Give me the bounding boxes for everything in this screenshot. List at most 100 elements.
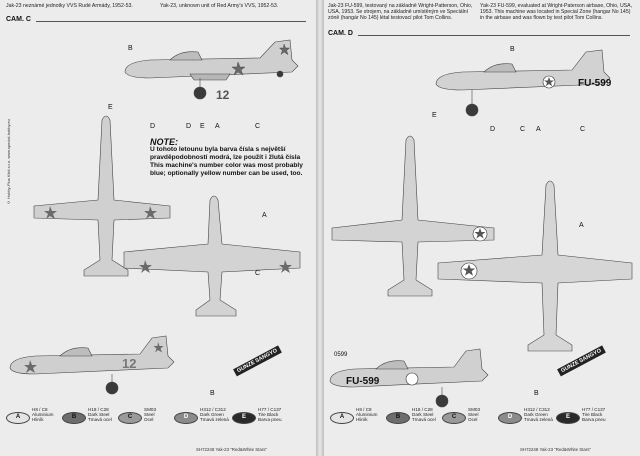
paint-letter: A xyxy=(15,414,21,420)
cam-divider xyxy=(36,21,306,22)
callout-d: D xyxy=(186,123,192,130)
paint-en: Dark Green xyxy=(524,412,548,417)
page-gutter xyxy=(316,0,324,456)
paint-cz: Tmavá zelená xyxy=(200,417,229,422)
note-line: U tohoto letounu byla barva čísla s nejv… xyxy=(150,146,286,153)
footer-code: SH72248 Yak-23 "Red&White Stars" xyxy=(520,447,592,452)
paint-cz: Tmavá ocel xyxy=(88,417,112,422)
callout-b: B xyxy=(128,45,133,52)
note-line: This machine's number color was most pro… xyxy=(150,162,303,169)
paint-cz: Hliník xyxy=(356,417,368,422)
side-profile-bottom xyxy=(9,335,175,395)
paint-letter: C xyxy=(127,414,133,420)
paint-letter: C xyxy=(451,414,457,420)
bottom-view xyxy=(437,180,633,352)
paint-en: Dark Steel xyxy=(88,412,110,417)
paint-swatch: E xyxy=(232,412,256,424)
paint-en: Steel xyxy=(144,412,155,417)
note-line: pravděpodobností modrá, lze použít i žlu… xyxy=(150,154,301,161)
paint-swatch: E xyxy=(556,412,580,424)
caption-en: Yak-23 FU-599, evaluated at Wright-Pater… xyxy=(480,3,633,21)
paint-cz: Tmavá zelená xyxy=(524,417,553,422)
top-view xyxy=(331,135,495,297)
side-profile-top xyxy=(435,49,611,117)
callout-b: B xyxy=(534,390,539,397)
paint-en: Aluminium xyxy=(32,412,54,417)
callout-a: A xyxy=(215,123,220,130)
callout-e: E xyxy=(432,112,437,119)
note-line: blue; optionally yellow number can be us… xyxy=(150,170,303,177)
top-view xyxy=(33,115,171,277)
paint-cz: Ocel xyxy=(144,417,154,422)
paint-letter: D xyxy=(183,414,189,420)
registration-side: FU-599 xyxy=(578,78,612,89)
paint-letter: D xyxy=(507,414,513,420)
callout-c: C xyxy=(520,126,526,133)
callout-d: D xyxy=(150,123,156,130)
paint-letter: A xyxy=(339,414,345,420)
paint-swatch: C xyxy=(118,412,142,424)
paint-en: Dark Steel xyxy=(412,412,434,417)
paint-en: Tire Black xyxy=(582,412,603,417)
callout-a: A xyxy=(262,212,267,219)
cam-divider xyxy=(358,35,630,36)
paint-code: H18 / C28 xyxy=(412,407,433,412)
side-number-bottom: 12 xyxy=(122,356,137,371)
paint-code: SM03 xyxy=(144,407,157,412)
paint-en: Dark Green xyxy=(200,412,224,417)
tail-number: 0599 xyxy=(334,352,348,358)
left-page: Jak-23 neznámé jednotky VVS Rudé Armády,… xyxy=(0,0,316,456)
registration-side-bottom: FU-599 xyxy=(346,376,380,387)
side-profile-top xyxy=(124,39,299,100)
paint-letter: B xyxy=(71,414,77,420)
paint-letter: E xyxy=(565,414,570,420)
note-title: NOTE: xyxy=(150,137,178,147)
paint-cz: Tmavá ocel xyxy=(412,417,436,422)
cam-label: CAM. C xyxy=(6,16,31,23)
caption-cz: Jak-23 FU-599, testovaný na základně Wri… xyxy=(328,3,473,21)
paint-swatch: A xyxy=(6,412,30,424)
paint-letter: E xyxy=(241,414,246,420)
side-profile-bottom xyxy=(329,348,489,408)
paint-swatch: D xyxy=(174,412,198,424)
paint-code: H77 / C137 xyxy=(582,407,606,412)
callout-d: D xyxy=(490,126,496,133)
paint-swatch: A xyxy=(330,412,354,424)
paint-code: H8 / C8 xyxy=(356,407,372,412)
callout-c: C xyxy=(255,270,261,277)
paint-en: Steel xyxy=(468,412,479,417)
callout-c: C xyxy=(580,126,586,133)
paint-swatch: B xyxy=(386,412,410,424)
paint-code: SM03 xyxy=(468,407,481,412)
right-page: Jak-23 FU-599, testovaný na základně Wri… xyxy=(324,0,640,456)
paint-cz: Barva pneu xyxy=(258,417,282,422)
paint-code: H312 / C312 xyxy=(200,407,226,412)
paint-letter: B xyxy=(395,414,401,420)
paint-en: Aluminium xyxy=(356,412,378,417)
paint-swatch: B xyxy=(62,412,86,424)
paint-swatch: D xyxy=(498,412,522,424)
paint-swatch: C xyxy=(442,412,466,424)
cam-label: CAM. D xyxy=(328,30,353,37)
callout-a: A xyxy=(579,222,584,229)
note-block: NOTE: U tohoto letounu byla barva čísla … xyxy=(150,138,310,178)
footer-code: SH72248 Yak-23 "Red&White Stars" xyxy=(196,447,268,452)
paint-code: H18 / C28 xyxy=(88,407,109,412)
paint-cz: Ocel xyxy=(468,417,478,422)
paint-code: H8 / C8 xyxy=(32,407,48,412)
callout-e: E xyxy=(108,104,113,111)
callout-e: E xyxy=(200,123,205,130)
callout-c: C xyxy=(255,123,261,130)
paint-cz: Barva pneu xyxy=(582,417,606,422)
paint-en: Tire Black xyxy=(258,412,279,417)
paint-cz: Hliník xyxy=(32,417,44,422)
callout-a: A xyxy=(536,126,541,133)
bottom-view xyxy=(123,195,301,317)
caption-cz: Jak-23 neznámé jednotky VVS Rudé Armády,… xyxy=(6,3,133,9)
callout-b: B xyxy=(510,46,515,53)
paint-code: H77 / C137 xyxy=(258,407,282,412)
side-number: 12 xyxy=(216,88,230,102)
caption-en: Yak-23, unknown unit of Red Army's VVS, … xyxy=(160,3,279,9)
paint-code: H312 / C312 xyxy=(524,407,550,412)
